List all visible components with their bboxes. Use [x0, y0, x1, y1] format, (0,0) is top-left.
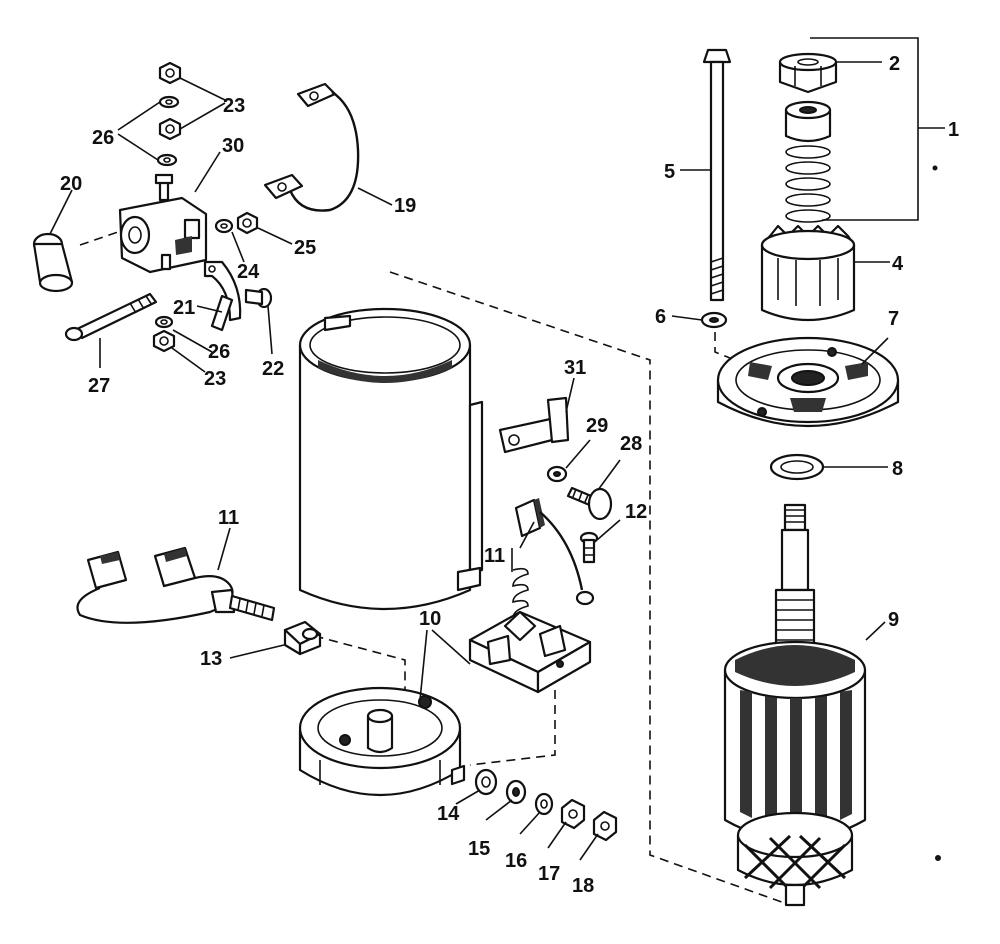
part-2-nut	[778, 52, 838, 94]
label-25: 25	[294, 237, 316, 259]
label-19: 19	[394, 195, 416, 217]
label-31: 31	[564, 357, 586, 379]
part-9-armature	[723, 503, 867, 907]
part-30-solenoid	[118, 173, 208, 274]
callout-labels: 2 1 4 5 6 7 8 9 10 11 11 12 13 14 15 16 …	[60, 53, 959, 897]
label-18: 18	[572, 875, 594, 897]
label-15: 15	[468, 838, 490, 860]
label-11-right: 11	[484, 545, 505, 567]
label-6: 6	[655, 306, 666, 328]
part-14-washer	[474, 768, 498, 796]
part-20-boot	[32, 232, 74, 293]
part-25-nut	[236, 211, 259, 235]
speck-mark	[932, 165, 938, 171]
label-22: 22	[262, 358, 284, 380]
frame-housing	[298, 307, 484, 611]
label-11-left: 11	[218, 507, 239, 529]
label-23-bottom: 23	[204, 368, 226, 390]
commutator-end-cap	[298, 686, 466, 797]
part-26-washer-low	[154, 315, 174, 329]
label-1: 1	[948, 119, 959, 141]
label-29: 29	[586, 415, 608, 437]
part-7-drive-end-frame	[716, 336, 900, 428]
part-22-screw	[244, 287, 273, 309]
part-27-bolt	[64, 292, 158, 342]
part-11-brush-left	[76, 546, 276, 624]
part-29-washer	[546, 465, 568, 483]
label-4: 4	[892, 253, 904, 275]
part-12-screw	[579, 531, 599, 564]
label-5: 5	[664, 161, 675, 183]
pinion-spring	[785, 145, 831, 223]
label-26-top: 26	[92, 127, 114, 149]
leader-lines	[49, 37, 945, 861]
label-30: 30	[222, 135, 244, 157]
label-14: 14	[437, 803, 460, 825]
part-23-nut-mid	[158, 117, 182, 141]
part-26-washer-mid	[156, 153, 178, 167]
label-13: 13	[200, 648, 222, 670]
label-12: 12	[625, 501, 647, 523]
label-20: 20	[60, 173, 82, 195]
part-6-washer	[700, 311, 728, 329]
part-8-thrust-washer	[769, 453, 825, 481]
part-31-terminal	[498, 396, 570, 454]
label-16: 16	[505, 850, 527, 872]
label-21: 21	[173, 297, 195, 319]
part-4-pinion-drive	[760, 224, 856, 322]
part-19-cable	[263, 82, 360, 212]
part-18-nut	[592, 810, 618, 842]
part-23-nut-top	[158, 61, 182, 85]
part-21-bracket	[203, 260, 242, 332]
part-23-nut-low	[152, 329, 176, 353]
part-28-screw	[566, 486, 613, 521]
label-8: 8	[892, 458, 903, 480]
speck-mark	[935, 855, 941, 861]
label-1-2: 2	[889, 53, 900, 75]
spacer-sleeve	[784, 100, 832, 143]
part-26-washer-top	[158, 95, 180, 109]
label-10: 10	[419, 608, 441, 630]
label-27: 27	[88, 375, 110, 397]
label-7: 7	[888, 308, 899, 330]
part-24-washer	[214, 218, 234, 234]
label-9: 9	[888, 609, 899, 631]
label-17: 17	[538, 863, 560, 885]
label-28: 28	[620, 433, 642, 455]
part-15-washer	[505, 779, 527, 805]
part-13-connector	[283, 620, 322, 656]
label-24: 24	[237, 261, 260, 283]
part-17-nut	[560, 798, 586, 830]
part-5-through-bolt	[702, 48, 732, 302]
label-23-top: 23	[223, 95, 245, 117]
part-11-brush-right	[512, 498, 595, 619]
part-10-brush-holder	[468, 610, 592, 694]
label-26-bottom: 26	[208, 341, 230, 363]
part-16-lockwasher	[534, 792, 554, 816]
